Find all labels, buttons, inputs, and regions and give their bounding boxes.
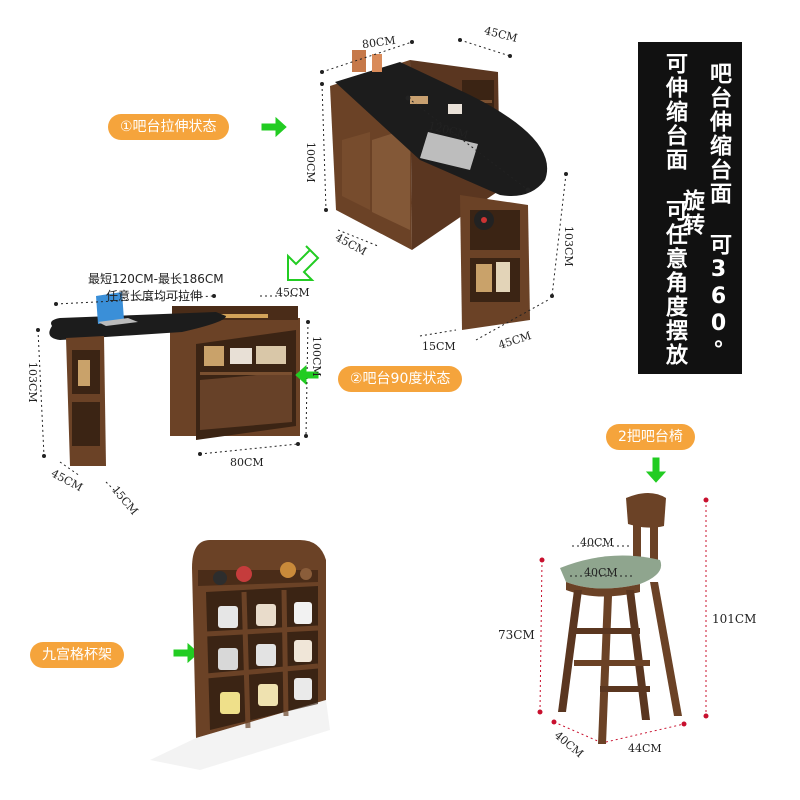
panel-col-left: 可伸缩台面 可任意角度摆放 [662, 52, 687, 367]
dim-top-height-bar: 103CM [562, 226, 575, 267]
feature-panel: 可伸缩台面 可任意角度摆放 吧台伸缩台面 可360°旋转 [638, 42, 742, 374]
dim-chair-seat-height: 73CM [498, 628, 535, 642]
transition-arrow [287, 245, 320, 281]
dim-chair-seat-width: 40CM [584, 566, 618, 579]
bar-ninety-illustration [49, 292, 300, 466]
mugs [218, 602, 312, 714]
dims-lines-bottom [37, 295, 309, 495]
dim-chair-total-height: 101CM [712, 612, 757, 626]
dim-top-height-cabinet: 100CM [304, 142, 317, 183]
dims-lines-top [321, 39, 567, 341]
figurines [213, 562, 312, 585]
dim-bottom-width: 80CM [230, 456, 264, 469]
green-arrows [173, 116, 667, 664]
dim-top-leg-small: 15CM [422, 340, 456, 353]
dim-bottom-height-cabinet: 100CM [310, 336, 323, 377]
bar-stretched-illustration [330, 50, 548, 330]
label-stretched-state: ①吧台拉伸状态 [108, 114, 229, 140]
note-length-range: 最短120CM-最长186CM [88, 272, 224, 286]
label-ninety-state: ②吧台90度状态 [338, 366, 463, 392]
dim-chair-back-width: 40CM [580, 536, 614, 549]
dims-dots-chair [537, 497, 709, 727]
dims-lines-chair [539, 500, 707, 743]
chair-illustration [558, 493, 682, 744]
panel-col-right: 吧台伸缩台面 可360°旋转 [679, 61, 731, 365]
dim-chair-base-width: 44CM [628, 742, 662, 755]
dim-bottom-height-bar: 103CM [26, 362, 39, 403]
note-length-note: 任意长度均可拉伸 [106, 289, 203, 303]
label-chairs: 2把吧台椅 [606, 424, 695, 450]
label-cup-rack: 九宫格杯架 [30, 642, 124, 668]
dims-dots-bottom [36, 294, 310, 458]
dim-bottom-depth: 45CM [276, 286, 310, 299]
cup-rack-illustration [150, 540, 330, 770]
dims-dots-top [320, 38, 568, 298]
dims-lines-chair-dark [570, 545, 634, 577]
